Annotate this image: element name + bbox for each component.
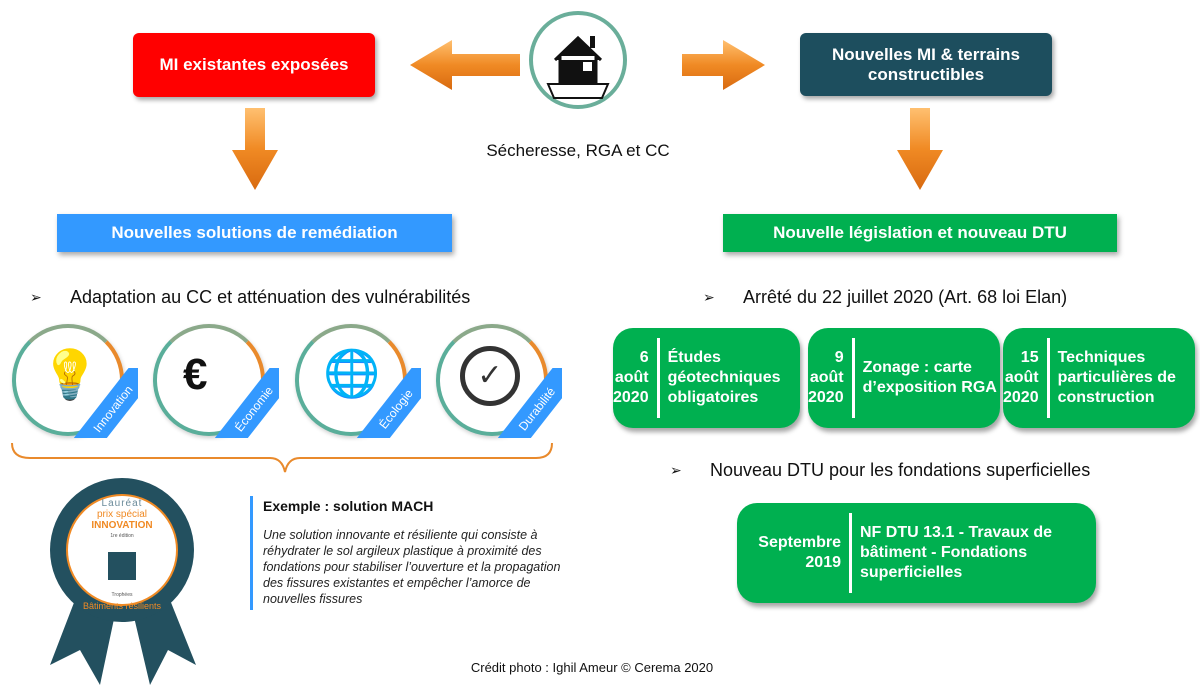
arrow-bullet-icon: ➢ — [30, 289, 42, 305]
arrow-down-left — [232, 108, 278, 190]
lightbulb-icon: 💡 — [40, 349, 100, 402]
bullet-arrete: ➢ Arrêté du 22 juillet 2020 (Art. 68 loi … — [703, 287, 1067, 308]
award-badge-text: Lauréat prix spécial INNOVATION 1re édit… — [67, 498, 177, 612]
coins-euro-icon: € — [183, 350, 208, 399]
existing-houses-label: MI existantes exposées — [159, 55, 349, 74]
hand-globe-icon: 🌐 — [323, 347, 381, 399]
new-houses-box: Nouvelles MI & terrains constructibles — [800, 33, 1052, 96]
badge — [50, 478, 196, 685]
photo-credit: Crédit photo : Ighil Ameur © Cerema 2020 — [470, 660, 714, 675]
brace — [11, 442, 553, 473]
pillar-label: Économie — [209, 368, 279, 438]
arrow-right — [682, 40, 765, 90]
card-date: 15 août 2020 — [1003, 338, 1050, 418]
remediation-header-label: Nouvelles solutions de remédiation — [111, 223, 398, 242]
arrow-bullet-icon: ➢ — [670, 462, 682, 478]
legislation-header: Nouvelle législation et nouveau DTU — [723, 214, 1117, 252]
pillar-ecologie: 🌐 Écologie — [295, 324, 421, 438]
card-date: Septembre 2019 — [737, 513, 852, 593]
card-text: Études géotechniques obligatoires — [667, 349, 781, 406]
new-houses-label: Nouvelles MI & terrains constructibles — [831, 44, 1020, 84]
bullet-text: Nouveau DTU pour les fondations superfic… — [710, 460, 1091, 480]
badge-line: Bâtiments résilients — [82, 601, 162, 611]
remediation-header: Nouvelles solutions de remédiation — [57, 214, 452, 252]
card-text: Techniques particulières de construction — [1057, 349, 1176, 406]
example-title: Exemple : solution MACH — [263, 498, 434, 514]
card-date: 6 août 2020 — [613, 338, 660, 418]
example-text: Une solution innovante et résiliente qui… — [263, 528, 561, 606]
bullet-adaptation: ➢ Adaptation au CC et atténuation des vul… — [30, 287, 470, 308]
badge-line: 1re édition — [110, 533, 134, 539]
arrow-bullet-icon: ➢ — [703, 289, 715, 305]
pillar-label: Écologie — [351, 368, 421, 438]
pillar-label: Innovation — [68, 368, 138, 438]
bullet-text: Adaptation au CC et atténuation des vuln… — [70, 287, 471, 307]
card-text: Zonage : carte d’exposition RGA — [862, 359, 997, 396]
pillar-durabilite: ✓ Durabilité — [436, 324, 562, 438]
card-text: NF DTU 13.1 - Travaux de bâtiment - Fond… — [860, 524, 1053, 581]
house-icon — [529, 11, 627, 109]
card-date: 9 août 2020 — [808, 338, 855, 418]
existing-houses-box: MI existantes exposées — [133, 33, 375, 97]
badge-line: Trophées — [111, 592, 133, 598]
arrow-left — [410, 40, 520, 90]
pillar-label: Durabilité — [492, 368, 562, 438]
arrow-down-right — [897, 108, 943, 190]
pillar-economie: € Économie — [153, 324, 279, 438]
badge-line: Lauréat — [101, 498, 143, 509]
clock-check-icon: ✓ — [460, 346, 520, 406]
example-divider — [250, 496, 253, 610]
badge-line: INNOVATION — [91, 520, 153, 531]
badge-line: prix spécial — [96, 509, 148, 520]
center-caption: Sécheresse, RGA et CC — [486, 141, 670, 160]
bullet-dtu: ➢ Nouveau DTU pour les fondations superfi… — [670, 460, 1090, 481]
bullet-text: Arrêté du 22 juillet 2020 (Art. 68 loi E… — [743, 287, 1068, 307]
legislation-header-label: Nouvelle législation et nouveau DTU — [773, 223, 1067, 242]
pillar-innovation: 💡 Innovation — [12, 324, 138, 438]
